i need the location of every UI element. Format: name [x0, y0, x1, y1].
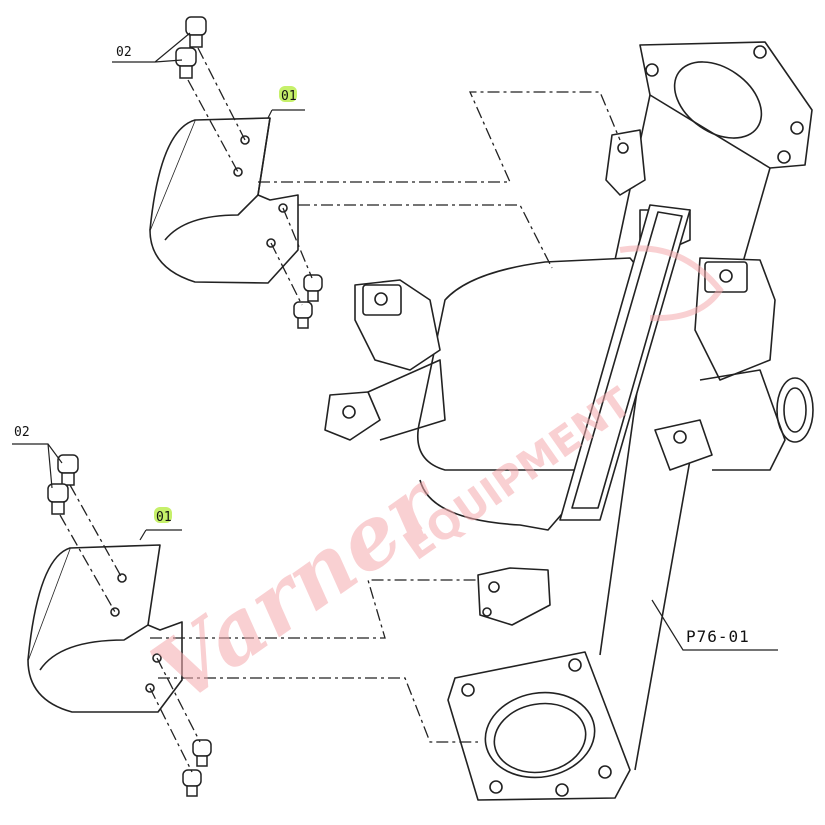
- callout-bracket-top: 01: [267, 86, 305, 119]
- assembly-lines: [59, 47, 621, 773]
- bolts: [47, 16, 323, 797]
- bolt-upper-b: [175, 47, 197, 79]
- lower-shield-bracket: [27, 544, 183, 713]
- bolt-upper-a: [185, 16, 207, 48]
- bolt-lower-c: [192, 739, 212, 767]
- upper-shield-bracket: [149, 117, 299, 284]
- bolt-lower-a: [57, 454, 79, 486]
- callout-bolt-top: 02: [112, 32, 191, 63]
- callout-bolt-bottom: 02: [12, 425, 63, 489]
- callout-label-bracket-top: 01: [281, 89, 297, 104]
- bolt-upper-c: [303, 274, 323, 302]
- bolt-lower-b: [47, 483, 69, 515]
- callout-bracket-bottom: 01: [139, 507, 182, 541]
- callout-label-bolt-top: 02: [116, 45, 132, 60]
- callout-label-bolt-bottom: 02: [14, 425, 30, 440]
- highlight-marker: [154, 507, 172, 523]
- watermark-brand: Varner: [135, 452, 462, 723]
- bolt-upper-d: [293, 301, 313, 329]
- part-number-label: P76-01: [686, 627, 750, 646]
- callout-label-bracket-bottom: 01: [156, 510, 172, 525]
- bolt-lower-d: [182, 769, 202, 797]
- callout-part-number: P76-01: [651, 599, 778, 651]
- highlight-marker: [279, 86, 297, 102]
